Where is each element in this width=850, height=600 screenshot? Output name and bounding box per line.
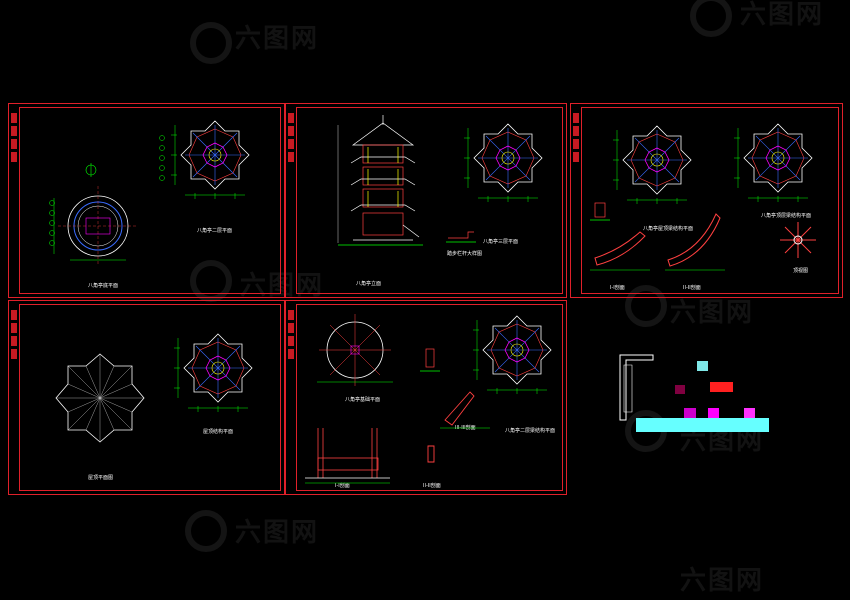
title-bar — [572, 110, 580, 190]
sheet-frame — [581, 107, 839, 294]
drawing-label: II-II剖面 — [423, 483, 441, 489]
drawing-label: 八角亭基础平面 — [345, 397, 381, 403]
drawing-sheet-3[interactable] — [570, 103, 843, 298]
title-bar — [10, 110, 18, 190]
drawing-label: I-I剖面 — [610, 285, 625, 291]
drawing-label: 八角亭顶层梁结构平面 — [761, 213, 812, 219]
watermark-logo — [190, 260, 232, 302]
drawing-label: 顶视图 — [793, 268, 809, 274]
drawing-label: 八角亭二层平面 — [197, 228, 233, 234]
legend-swatches — [619, 354, 769, 432]
watermark-text: 六图网 — [240, 271, 325, 301]
sheet-frame — [19, 304, 281, 491]
drawing-label: 八角亭二层梁结构平面 — [505, 428, 556, 434]
watermark-text: 六图网 — [670, 298, 755, 328]
watermark-logo — [690, 0, 732, 37]
watermark-logo — [190, 22, 232, 64]
drawing-label: 屋顶结构平面 — [203, 429, 234, 435]
drawing-label: 踏步栏杆大样图 — [447, 251, 483, 257]
drawing-sheet-4[interactable] — [8, 300, 285, 495]
drawing-sheet-5[interactable] — [285, 300, 567, 495]
title-bar — [287, 110, 295, 190]
watermark-text: 六图网 — [740, 0, 825, 30]
drawing-label: II-II剖面 — [683, 285, 701, 291]
watermark-text: 六图网 — [235, 24, 320, 54]
watermark-logo — [625, 285, 667, 327]
drawing-label: 八角亭底平面 — [88, 283, 119, 289]
sheet-frame — [19, 107, 281, 294]
drawing-sheet-2[interactable] — [285, 103, 567, 298]
watermark-text: 六图网 — [235, 518, 320, 548]
sheet-frame — [296, 304, 563, 491]
sheet-frame — [296, 107, 563, 294]
drawing-label: 八角亭三层平面 — [483, 239, 519, 245]
watermark-logo — [185, 510, 227, 552]
drawing-label: 八角亭屋顶梁结构平面 — [643, 226, 694, 232]
drawing-label: I-I剖面 — [335, 483, 350, 489]
drawing-label: 八角亭立面 — [356, 281, 382, 287]
drawing-sheet-1[interactable] — [8, 103, 285, 298]
watermark-text: 六图网 — [680, 566, 765, 596]
title-bar — [10, 307, 18, 387]
title-bar — [287, 307, 295, 387]
drawing-label: 屋顶平面图 — [88, 475, 114, 481]
